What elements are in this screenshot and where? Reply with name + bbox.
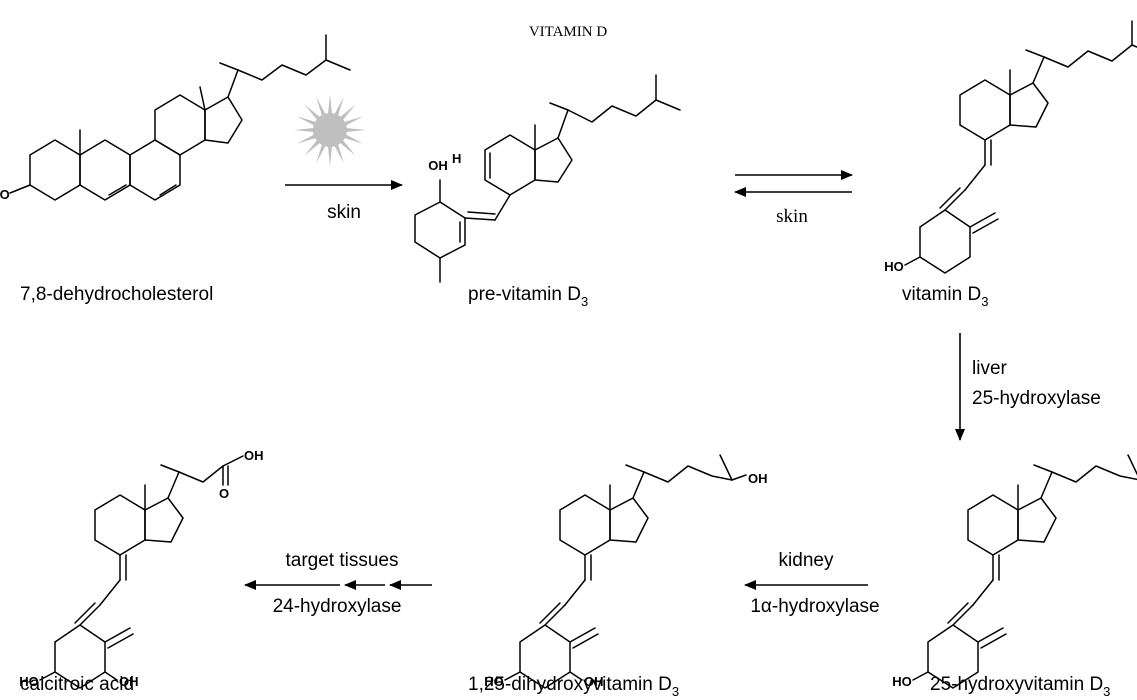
sun-icon-core bbox=[313, 113, 347, 147]
compound-label-dehydrocholesterol: 7,8-dehydrocholesterol bbox=[20, 284, 213, 305]
sun-icon-ray bbox=[344, 127, 366, 133]
arrow-label-target-tissues: target tissues bbox=[286, 550, 399, 571]
compound-label-25-hydroxyvitamin: 25-hydroxyvitamin D3 bbox=[930, 674, 1110, 699]
hydroxyl-label: HO bbox=[884, 259, 904, 274]
sun-icon-ray bbox=[316, 96, 327, 118]
sun-icon-ray bbox=[294, 127, 316, 133]
sun-icon-ray bbox=[342, 116, 364, 127]
arrow-label-skin-2: skin bbox=[776, 206, 808, 227]
previtamin-structure: OH H bbox=[414, 74, 681, 283]
sun-icon-ray bbox=[304, 104, 321, 121]
compound-label-dihydroxyvitamin: 1,25-dihydroxyvitamin D3 bbox=[468, 674, 679, 699]
vitamin-d3-structure: HO bbox=[884, 20, 1137, 274]
arrow-label-kidney: kidney bbox=[779, 550, 834, 571]
hydroxyl-label: HO bbox=[892, 674, 912, 689]
arrow-label-skin-1: skin bbox=[327, 202, 361, 223]
arrow-label-1a-hydroxylase: 1α-hydroxylase bbox=[750, 596, 879, 617]
sun-icon-ray bbox=[304, 139, 321, 156]
hydroxyl-label: HO bbox=[19, 674, 39, 689]
compound-label-previtamin: pre-vitamin D3 bbox=[468, 284, 588, 309]
arrow-label-24-hydroxylase: 24-hydroxylase bbox=[273, 596, 402, 617]
hydroxyl-label: OH bbox=[748, 471, 768, 486]
sun-icon-ray bbox=[327, 144, 333, 166]
sun-icon-ray bbox=[333, 142, 344, 164]
diagram-title: VITAMIN D bbox=[529, 24, 608, 40]
sun-icon bbox=[294, 94, 366, 166]
sun-icon-ray bbox=[333, 96, 344, 118]
sun-icon-ray bbox=[339, 104, 356, 121]
sun-icon-ray bbox=[296, 133, 318, 144]
compound-label-vitamin-d3: vitamin D3 bbox=[902, 284, 988, 309]
calcitroic-acid-structure: O OH HO OH bbox=[19, 448, 263, 689]
compound-label-calcitroic-acid: calcitroic acid bbox=[20, 674, 134, 695]
arrow-label-25-hydroxylase: 25-hydroxylase bbox=[972, 388, 1101, 409]
sun-icon-ray bbox=[316, 142, 327, 164]
sun-icon-ray bbox=[296, 116, 318, 127]
hydroxyvitamin-25-structure: OH HO bbox=[892, 454, 1137, 689]
hydroxyl-label: OH bbox=[244, 448, 264, 463]
hydroxyl-label: HO bbox=[0, 187, 10, 202]
oxygen-label: O bbox=[219, 486, 229, 501]
arrow-label-liver: liver bbox=[972, 358, 1008, 379]
hydroxyl-label: HO bbox=[484, 674, 504, 689]
dihydroxyvitamin-structure: OH HO OH bbox=[484, 454, 768, 689]
hydrogen-label: H bbox=[452, 151, 461, 166]
sun-icon-ray bbox=[339, 139, 356, 156]
hydroxyl-label: OH bbox=[119, 674, 139, 689]
hydroxyl-label: OH bbox=[428, 158, 448, 173]
sun-icon-ray bbox=[327, 94, 333, 116]
hydroxyl-label: OH bbox=[584, 674, 604, 689]
dehydrocholesterol-structure: HO bbox=[0, 34, 351, 202]
sun-icon-ray bbox=[342, 133, 364, 144]
